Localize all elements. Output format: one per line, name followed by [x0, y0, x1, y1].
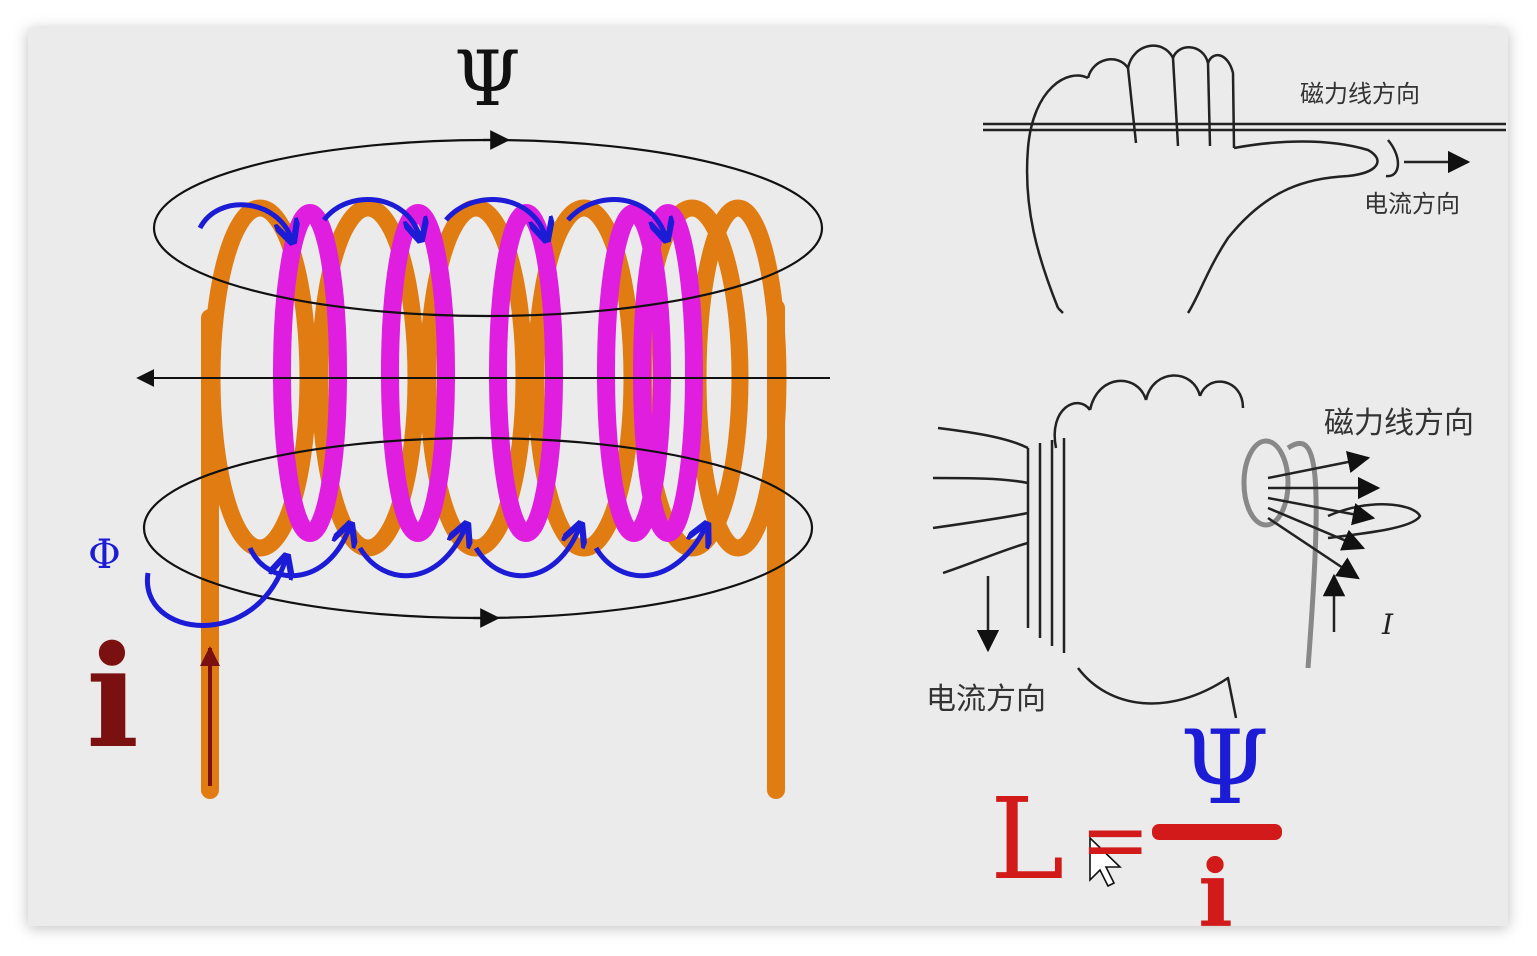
flux-arrows-top — [197, 197, 666, 240]
flux-loops — [273, 204, 703, 542]
field-direction-label-1: 磁力线方向 — [1300, 80, 1420, 108]
formula-denominator: i — [1198, 840, 1233, 926]
fraction-bar — [1152, 824, 1282, 840]
right-hand-rule-straight-wire — [983, 44, 1506, 314]
diagram-canvas — [136, 44, 1506, 888]
flux-arrows-bottom — [145, 526, 706, 628]
field-direction-label-2: 磁力线方向 — [1324, 406, 1474, 441]
slide: Ψ Φ i 磁力线方向 电流方向 磁力线方向 电流方向 I L = Ψ i — [28, 28, 1508, 926]
flux-linkage-ellipses — [142, 130, 824, 628]
mouse-cursor — [1089, 836, 1122, 888]
current-I-label: I — [1382, 608, 1394, 641]
current-direction-label-2: 电流方向 — [926, 682, 1046, 717]
right-hand-rule-solenoid — [932, 374, 1422, 719]
psi-label: Ψ — [454, 34, 521, 123]
current-direction-label-1: 电流方向 — [1364, 190, 1460, 218]
current-i-label: i — [86, 616, 140, 780]
formula-L: L — [990, 775, 1065, 905]
phi-label: Φ — [88, 532, 121, 578]
formula-equals: = — [1080, 791, 1151, 889]
formula-numerator: Ψ — [1180, 709, 1270, 828]
